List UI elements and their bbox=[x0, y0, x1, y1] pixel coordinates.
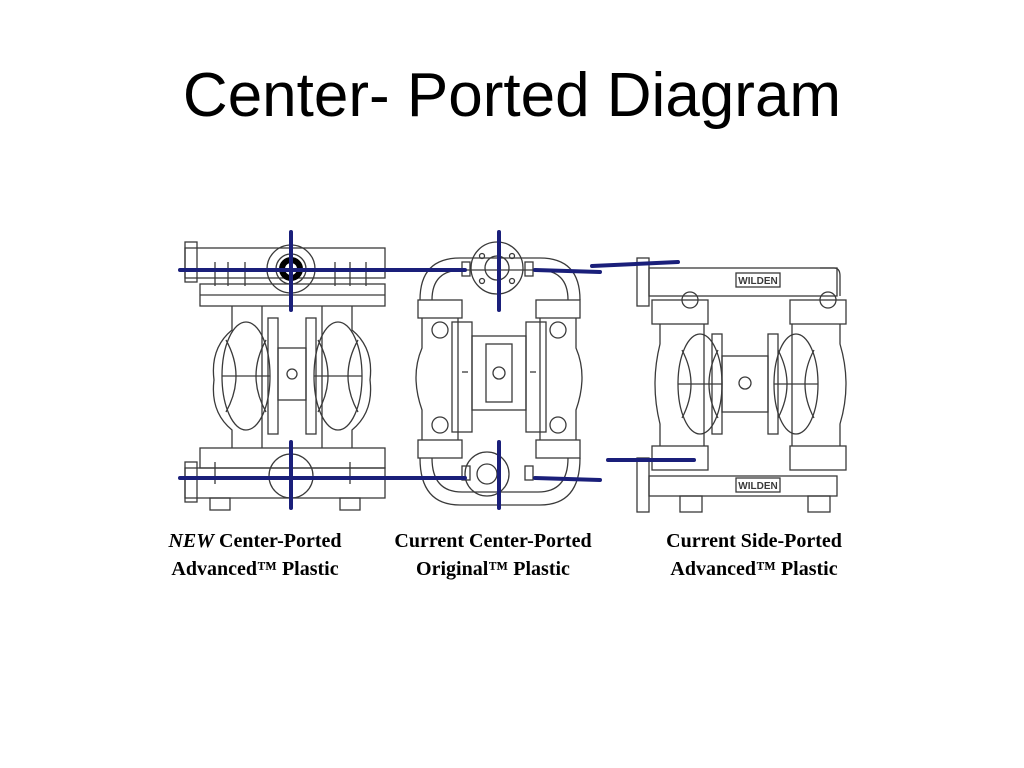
pump-current-side-ported bbox=[636, 257, 847, 513]
slide-title: Center- Ported Diagram bbox=[182, 61, 842, 130]
brand-label-bottom: WILDEN bbox=[738, 481, 777, 492]
caption-current-side-ported: Current Side-Ported Advanced™ Plastic bbox=[624, 527, 884, 583]
port-markers bbox=[178, 230, 696, 510]
port-line-pump3-top bbox=[590, 260, 680, 268]
caption-line1: Current Side-Ported bbox=[666, 530, 842, 552]
caption-line1: Current Center-Ported bbox=[394, 530, 592, 552]
brand-label-top: WILDEN bbox=[738, 276, 777, 287]
caption-line1: Center-Ported bbox=[219, 530, 342, 552]
caption-current-center-ported: Current Center-Ported Original™ Plastic bbox=[363, 527, 623, 583]
caption-line2: Advanced™ Plastic bbox=[171, 558, 339, 580]
port-line-pump2-top-right bbox=[533, 268, 602, 274]
caption-emphasis: NEW bbox=[168, 530, 215, 552]
caption-line2: Advanced™ Plastic bbox=[670, 558, 838, 580]
port-line-pump2-bottom-right bbox=[533, 476, 602, 482]
pump-new-center-ported bbox=[184, 241, 386, 511]
caption-new-center-ported: NEW Center-Ported Advanced™ Plastic bbox=[125, 527, 385, 583]
caption-line2: Original™ Plastic bbox=[416, 558, 570, 580]
